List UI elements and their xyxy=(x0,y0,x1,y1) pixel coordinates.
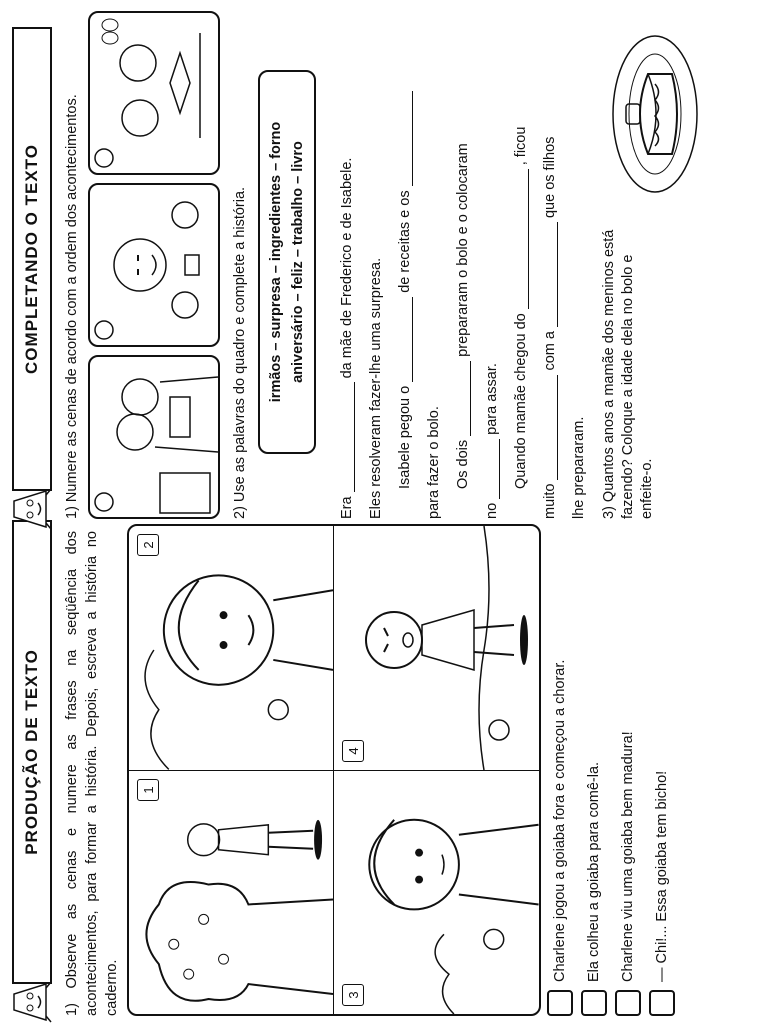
story-line: Os dois prepararam o bolo e o colocaram xyxy=(442,9,471,519)
cake-scene-panel xyxy=(88,11,220,175)
question-3-text: 3) Quantos anos a mamãe dos meninos está… xyxy=(601,229,655,519)
fill-blank[interactable] xyxy=(543,222,558,328)
section-title-banner: COMPLETANDO O TEXTO xyxy=(12,27,52,491)
sentence-text: Charlene jogou a goiaba fora e começou a… xyxy=(552,659,568,982)
fill-blank[interactable] xyxy=(398,91,413,187)
girl-crying-illustration xyxy=(365,526,528,770)
story-text: prepararam o bolo e o colocaram xyxy=(455,143,471,357)
scene-3: 3 xyxy=(334,770,539,1014)
number-answer-box[interactable] xyxy=(547,990,573,1016)
story-text: Isabele pegou o xyxy=(397,385,413,489)
cake-illustration[interactable] xyxy=(610,34,700,194)
scene-number: 2 xyxy=(137,534,159,556)
sentence-text: — Chi!... Essa goiaba tem bicho! xyxy=(654,770,670,982)
number-answer-box[interactable] xyxy=(649,990,675,1016)
sentence-text: Ela colheu a goiaba para comê-la. xyxy=(586,761,602,982)
story-text: Eles resolveram fazer-lhe uma surpresa. xyxy=(368,257,384,519)
girl-picking-illustration xyxy=(144,574,333,770)
story-fill-in: Era da mãe de Frederico e de Isabele. El… xyxy=(326,9,587,519)
question-1-text: 1) Numere as cenas de acordo com a ordem… xyxy=(64,94,80,519)
story-text: de receitas e os xyxy=(397,190,413,293)
scene-number: 1 xyxy=(137,779,159,801)
sentence-text: Charlene viu uma goiaba bem madura! xyxy=(620,731,636,982)
fill-blank[interactable] xyxy=(514,169,529,310)
word-bank-line: irmãos – surpresa – ingredientes – forno xyxy=(268,121,284,403)
section-title-banner: PRODUÇÃO DE TEXTO xyxy=(12,520,52,984)
scene-4: 4 xyxy=(334,526,539,770)
section-title: COMPLETANDO O TEXTO xyxy=(22,144,41,374)
instruction-text: 1) Observe as cenas e numere as frases n… xyxy=(64,531,120,1016)
sentence-item: Charlene jogou a goiaba fora e começou a… xyxy=(545,531,575,1016)
story-text: no xyxy=(484,502,500,519)
story-line: Isabele pegou o de receitas e os xyxy=(384,9,413,519)
story-text: Os dois xyxy=(455,439,471,489)
number-answer-box[interactable] xyxy=(615,990,641,1016)
fill-blank[interactable] xyxy=(485,438,500,499)
kids-recipe-book-illustration xyxy=(94,18,201,168)
girl-tree-illustration xyxy=(145,819,333,1002)
question-2-text: 2) Use as palavras do quadro e complete … xyxy=(232,186,248,519)
story-line: Eles resolveram fazer-lhe uma surpresa. xyxy=(355,9,384,519)
sentence-item: Charlene viu uma goiaba bem madura! xyxy=(613,531,643,1016)
story-text: lhe prepararam. xyxy=(571,416,587,519)
story-text: que os filhos xyxy=(542,136,558,219)
pencil-mascot-icon xyxy=(13,981,52,1023)
cake-scene-panel xyxy=(88,183,220,347)
word-bank-box: irmãos – surpresa – ingredientes – forno… xyxy=(258,70,316,454)
completing-section: COMPLETANDO O TEXTO 1) Numere as cenas d… xyxy=(0,4,768,530)
scene-number: 4 xyxy=(342,740,364,762)
girl-inspecting-illustration xyxy=(368,818,539,1014)
cake-scene-panels xyxy=(88,9,220,519)
sentence-item: — Chi!... Essa goiaba tem bicho! xyxy=(647,531,677,1016)
word-bank-line: aniversário – feliz – trabalho – livro xyxy=(290,141,306,383)
story-text: Quando mamãe chegou do xyxy=(513,313,529,489)
sentence-item: Ela colheu a goiaba para comê-la. xyxy=(579,531,609,1016)
mother-children-illustration xyxy=(94,201,200,340)
fill-blank[interactable] xyxy=(340,382,355,493)
scene-grid: 1 2 xyxy=(127,524,541,1016)
kids-oven-illustration xyxy=(94,376,219,514)
story-text: , ficou xyxy=(513,126,529,166)
story-text: muito xyxy=(542,483,558,519)
scene-2: 2 xyxy=(129,526,334,770)
story-text: para assar. xyxy=(484,363,500,435)
pencil-mascot-icon xyxy=(13,488,52,530)
story-line: muito com a que os filhos xyxy=(529,9,558,519)
story-line: Era da mãe de Frederico e de Isabele. xyxy=(326,9,355,519)
production-section: PRODUÇÃO DE TEXTO 1) Observe as cenas e … xyxy=(0,520,768,1024)
story-line: no para assar. xyxy=(471,9,500,519)
story-text: da mãe de Frederico e de Isabele. xyxy=(339,157,355,379)
story-line: Quando mamãe chegou do , ficou xyxy=(500,9,529,519)
fill-blank[interactable] xyxy=(456,360,471,436)
page-title: PRODUÇÃO DE TEXTO xyxy=(22,649,41,855)
cake-scene-panel xyxy=(88,355,220,519)
scene-number: 3 xyxy=(342,984,364,1006)
story-text: com a xyxy=(542,331,558,371)
scene-1: 1 xyxy=(129,770,334,1014)
fill-blank[interactable] xyxy=(543,374,558,480)
story-text: Era xyxy=(339,496,355,519)
fill-blank[interactable] xyxy=(398,296,413,382)
sentence-list: Charlene jogou a goiaba fora e começou a… xyxy=(545,531,681,1016)
story-line: para fazer o bolo. xyxy=(413,9,442,519)
story-line: lhe prepararam. xyxy=(558,9,587,519)
story-text: para fazer o bolo. xyxy=(426,406,442,519)
number-answer-box[interactable] xyxy=(581,990,607,1016)
